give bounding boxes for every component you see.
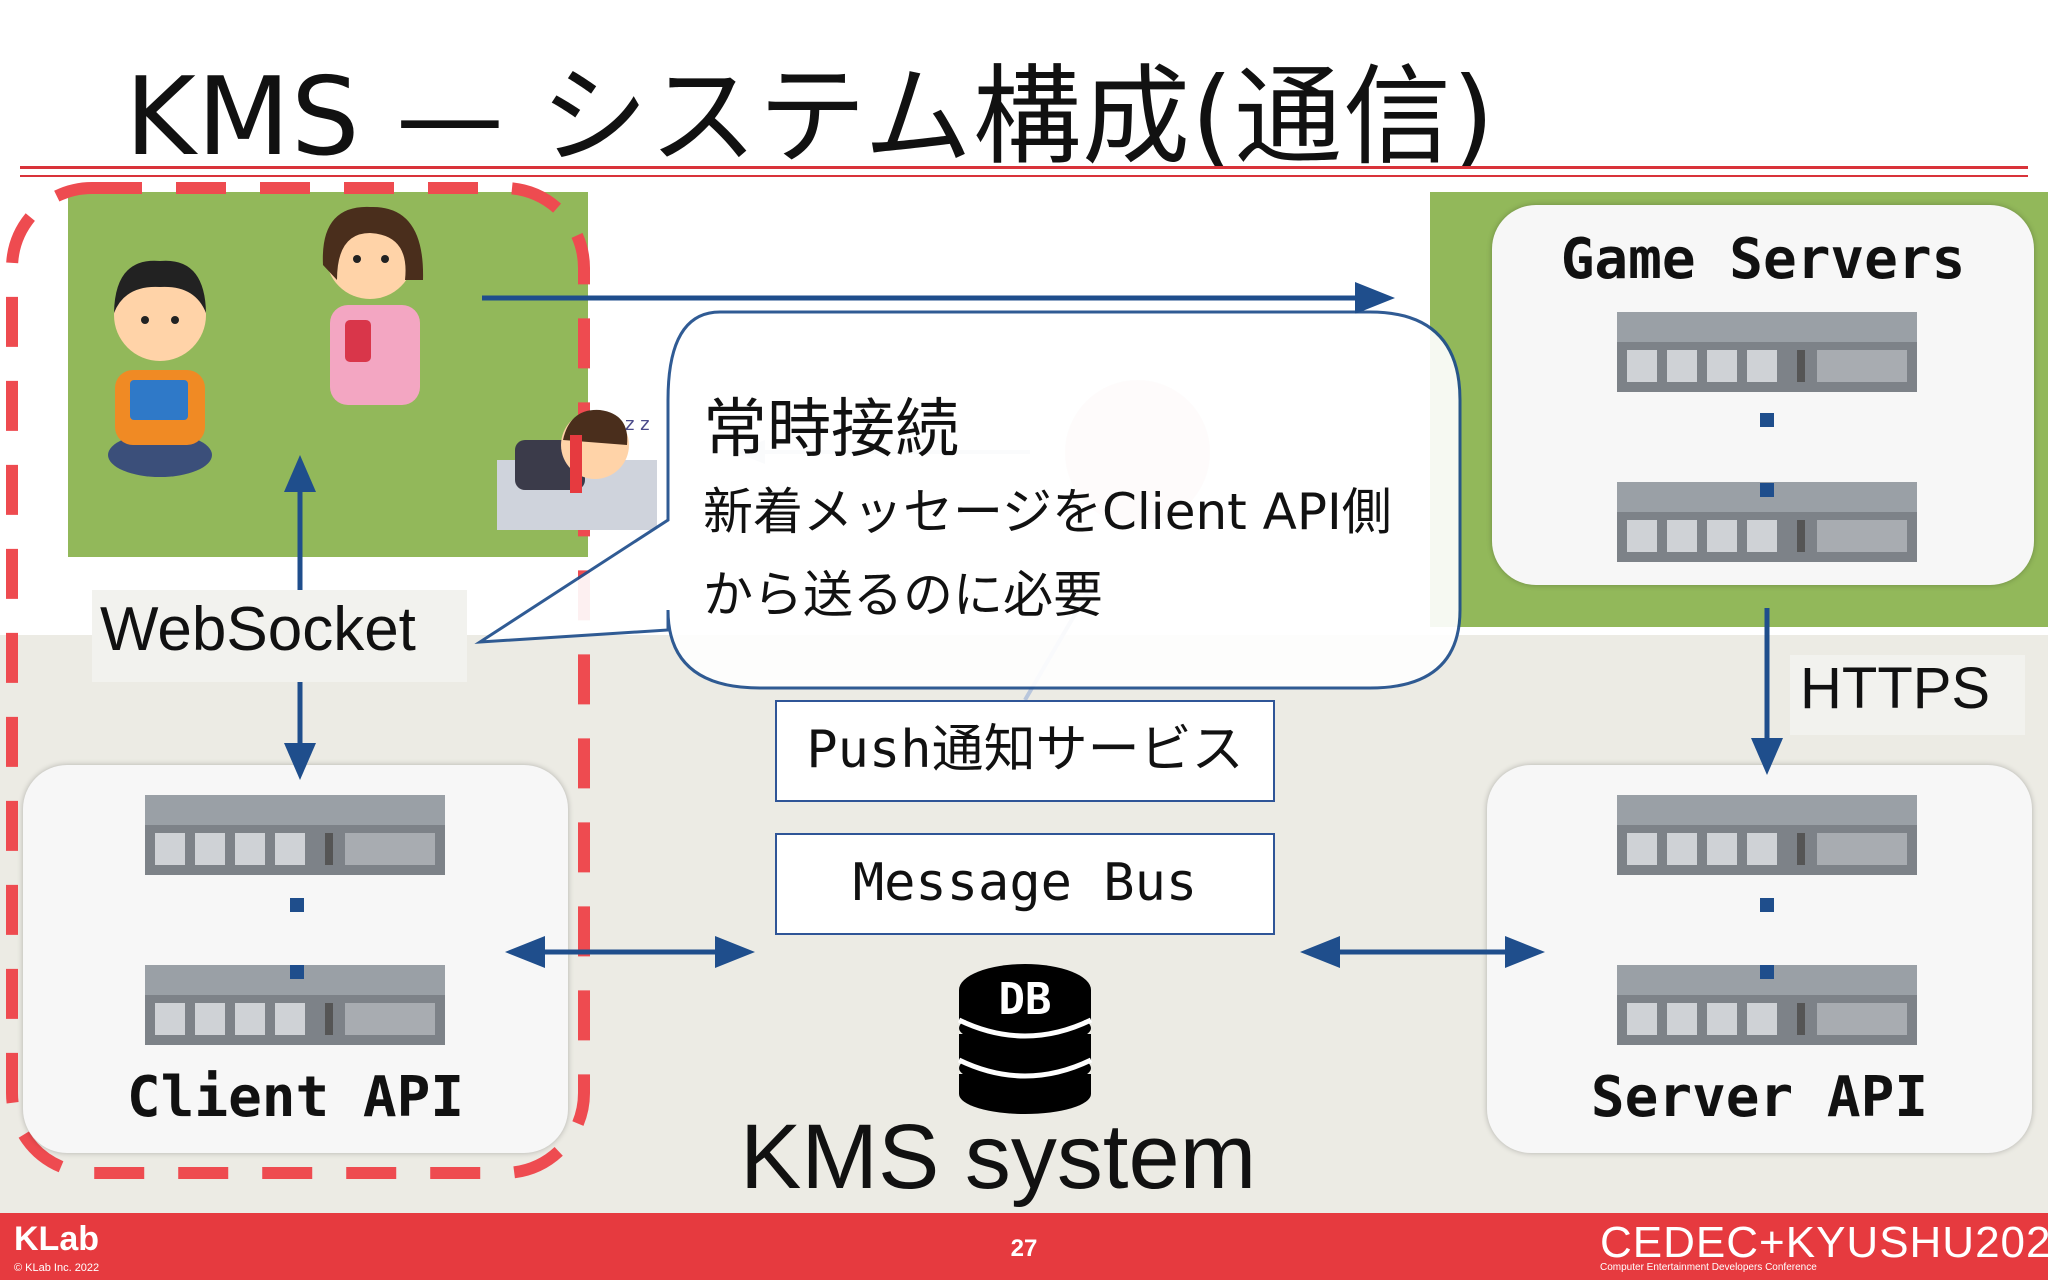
title-divider — [20, 166, 2028, 169]
footer-bar — [0, 1213, 2048, 1280]
title-divider-thin — [20, 175, 2028, 177]
database-icon: DB — [957, 964, 1093, 1114]
db-label: DB — [999, 974, 1052, 1025]
game-servers-label: Game Servers — [1560, 227, 1966, 292]
sleeping-user-icon: z z — [497, 409, 657, 530]
users-illustration — [108, 206, 424, 477]
slide-title: KMS — システム構成(通信) — [125, 55, 1496, 180]
girl-with-phone-icon — [322, 206, 424, 405]
server-api-label: Server API — [1590, 1065, 1929, 1130]
message-bus-box: Message Bus — [775, 833, 1275, 935]
kms-system-label: KMS system — [740, 1106, 1257, 1208]
game-servers-box: Game Servers — [1492, 205, 2034, 585]
page-number: 27 — [1010, 1235, 1038, 1262]
client-api-box: Client API — [23, 765, 568, 1153]
klab-logo: KLab — [14, 1220, 99, 1258]
https-label: HTTPS — [1800, 656, 1991, 721]
boy-with-tablet-icon — [108, 260, 212, 477]
server-api-box: Server API — [1487, 765, 2032, 1153]
conference-logo: CEDEC+KYUSHU2022 — [1600, 1218, 2048, 1267]
callout-heading: 常時接続 — [703, 393, 959, 467]
websocket-label: WebSocket — [100, 595, 416, 664]
websocket-label-bg — [92, 590, 467, 682]
callout-line2: から送るのに必要 — [703, 566, 1103, 624]
copyright: © KLab Inc. 2022 — [14, 1262, 100, 1274]
conference-subtitle: Computer Entertainment Developers Confer… — [1600, 1262, 1817, 1273]
https-label-bg — [1790, 655, 2025, 735]
callout-line1: 新着メッセージをClient API側 — [703, 483, 1392, 541]
svg-text:z z: z z — [625, 414, 650, 435]
push-service-box: Push通知サービス — [775, 700, 1275, 802]
client-api-label: Client API — [126, 1065, 465, 1130]
